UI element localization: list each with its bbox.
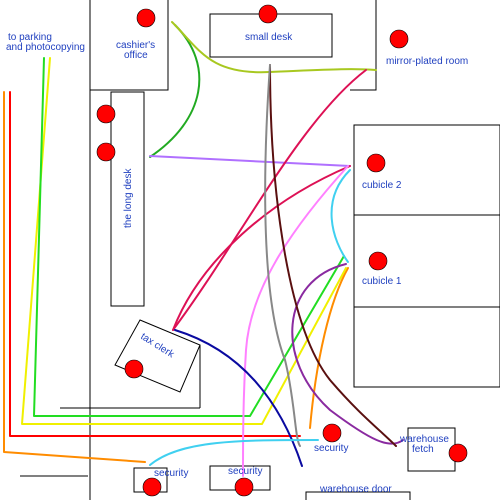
path-cyan-bottom (149, 439, 319, 466)
label-cubicle-2: cubicle 2 (362, 180, 402, 191)
label-security-left: security (154, 468, 188, 479)
label-warehouse-door: warehouse door (319, 484, 392, 495)
person-cubicle-1 (368, 251, 388, 271)
label-warehouse-fetch-line1: warehouse (399, 434, 449, 445)
mirror-room-wall (350, 0, 377, 91)
path-crimson-a (172, 165, 351, 331)
path-yellow (21, 57, 347, 425)
person-cashier (136, 8, 156, 28)
person-mirror-room (389, 29, 409, 49)
label-parking-line2: and photocopying (6, 42, 85, 53)
warehouse-door-frame (305, 491, 411, 500)
label-small-desk: small desk (245, 32, 293, 43)
path-cyan-right (330, 169, 351, 263)
path-olive (171, 21, 377, 74)
path-crimson-b (172, 69, 367, 331)
path-purple (149, 155, 351, 167)
label-long-desk: the long desk (123, 168, 134, 228)
label-cashiers-line1: cashier's (116, 40, 155, 51)
person-small-desk (258, 4, 278, 24)
path-gray (264, 64, 301, 447)
tax-clerk-desk (114, 319, 201, 393)
label-parking-line1: to parking (8, 32, 52, 43)
person-security-center (234, 477, 254, 497)
label-security-center: security (228, 466, 262, 477)
path-orange (3, 91, 146, 463)
label-warehouse-fetch-line2: fetch (412, 444, 434, 455)
person-security-left (142, 477, 162, 497)
label-security-right: security (314, 443, 348, 454)
person-warehouse-fetch (448, 443, 468, 463)
person-tax-clerk (124, 359, 144, 379)
path-red (9, 91, 301, 437)
cashiers-office-wall (90, 0, 169, 91)
lower-right-box (353, 306, 500, 388)
labels: to parking and photocopying cashier's of… (6, 32, 468, 495)
label-tax-clerk: tax clerk (138, 331, 176, 361)
long-desk (110, 91, 145, 307)
people (96, 4, 468, 497)
paths (3, 21, 404, 477)
path-green (33, 57, 345, 417)
path-darkgreen (149, 24, 201, 158)
label-cubicle-1: cubicle 1 (362, 276, 402, 287)
person-security-right (322, 423, 342, 443)
person-long-desk-bottom (96, 142, 116, 162)
path-pink (242, 165, 349, 477)
label-cashiers-line2: office (124, 50, 148, 61)
path-violet (291, 263, 404, 445)
person-long-desk-top (96, 104, 116, 124)
path-darkbrown (269, 64, 397, 447)
path-orange-right (309, 267, 349, 429)
label-mirror-room: mirror-plated room (386, 56, 468, 67)
path-navy (174, 329, 303, 467)
person-cubicle-2 (366, 153, 386, 173)
